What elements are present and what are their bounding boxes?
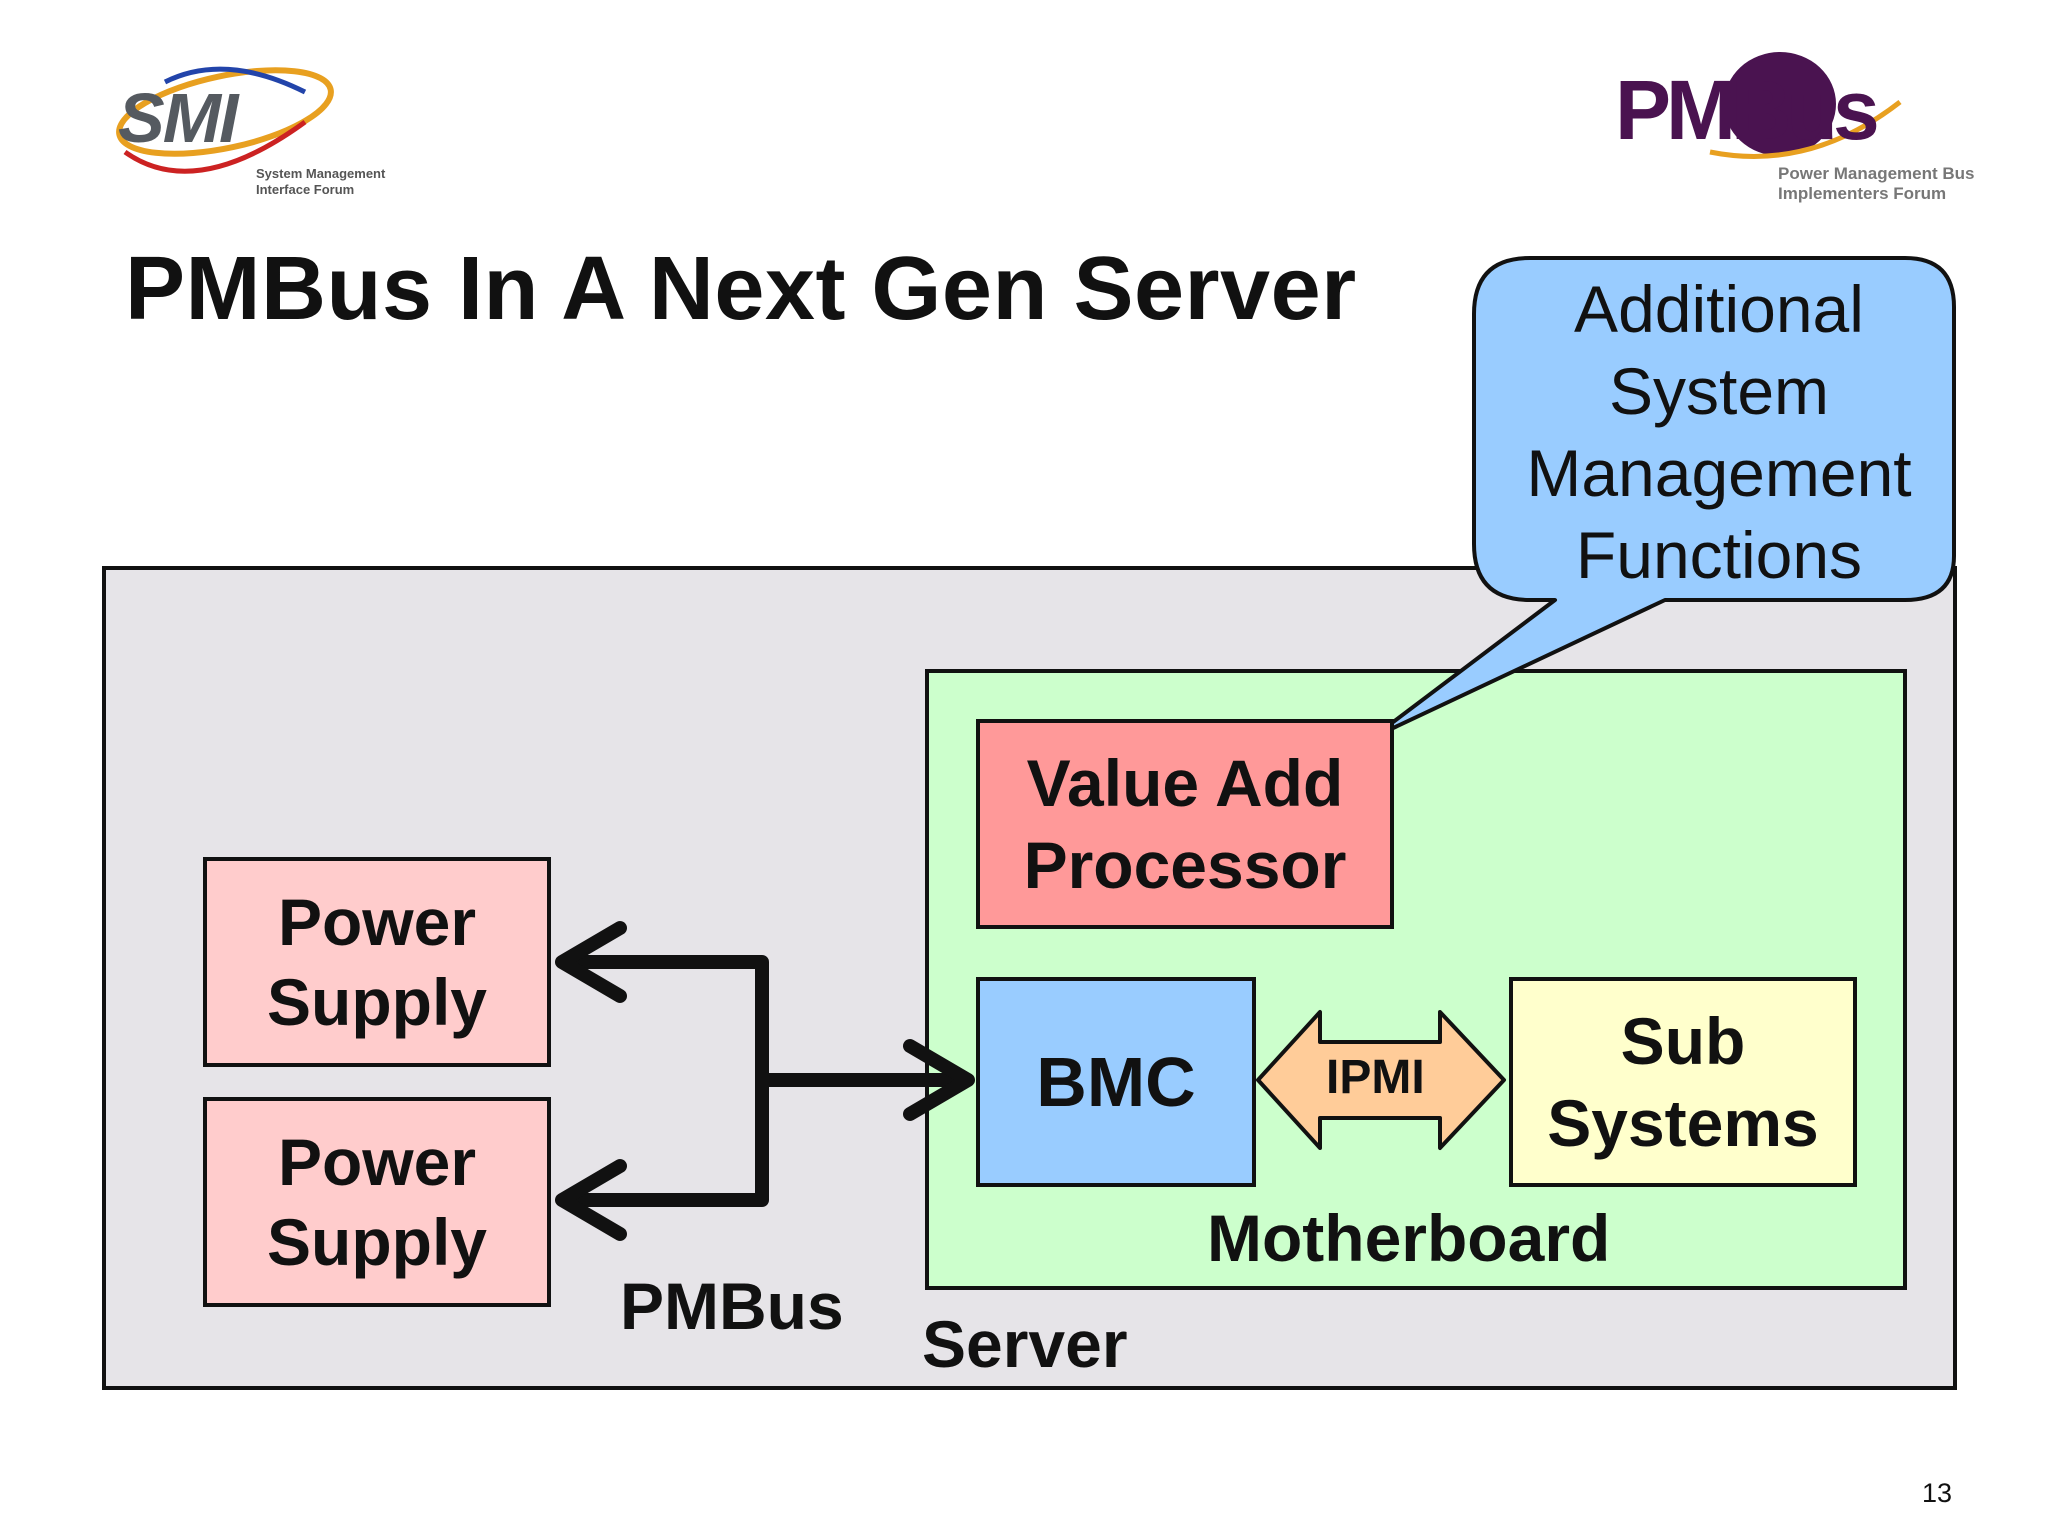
pmbus-logo: [1610, 52, 1970, 202]
pmbus-logo-subtitle: Power Management Bus Implementers Forum: [1778, 164, 1975, 203]
motherboard-label: Motherboard: [1207, 1201, 1611, 1275]
power-supply-2-label: Power Supply: [266, 1125, 487, 1279]
pmbus-logo-text: PMBus: [1615, 63, 1880, 157]
callout-text: Additional System Management Functions: [1526, 272, 1912, 592]
server-label: Server: [922, 1307, 1128, 1381]
power-supply-1-box: Power Supply: [203, 857, 551, 1067]
sub-systems-label: Sub Systems: [1547, 1004, 1819, 1160]
smi-logo: [105, 52, 380, 202]
pmbus-logo-swoosh-icon: [1709, 52, 1902, 159]
smi-logo-swoosh-icon: [116, 66, 334, 174]
power-supply-1-label: Power Supply: [266, 885, 487, 1039]
smi-logo-text: SMI: [118, 79, 238, 157]
ipmi-label: IPMI: [1326, 1051, 1425, 1104]
bmc-label: BMC: [1036, 1043, 1196, 1121]
slide-title: PMBus In A Next Gen Server: [125, 239, 1357, 339]
value-add-processor-box: Value Add Processor: [976, 719, 1394, 929]
pmbus-label: PMBus: [620, 1269, 844, 1343]
page-number: 13: [1922, 1478, 1953, 1508]
sub-systems-box: Sub Systems: [1509, 977, 1857, 1187]
smi-logo-subtitle: System Management Interface Forum: [256, 166, 386, 197]
bmc-box: BMC: [976, 977, 1256, 1187]
power-supply-2-box: Power Supply: [203, 1097, 551, 1307]
value-add-processor-label: Value Add Processor: [1023, 746, 1347, 902]
